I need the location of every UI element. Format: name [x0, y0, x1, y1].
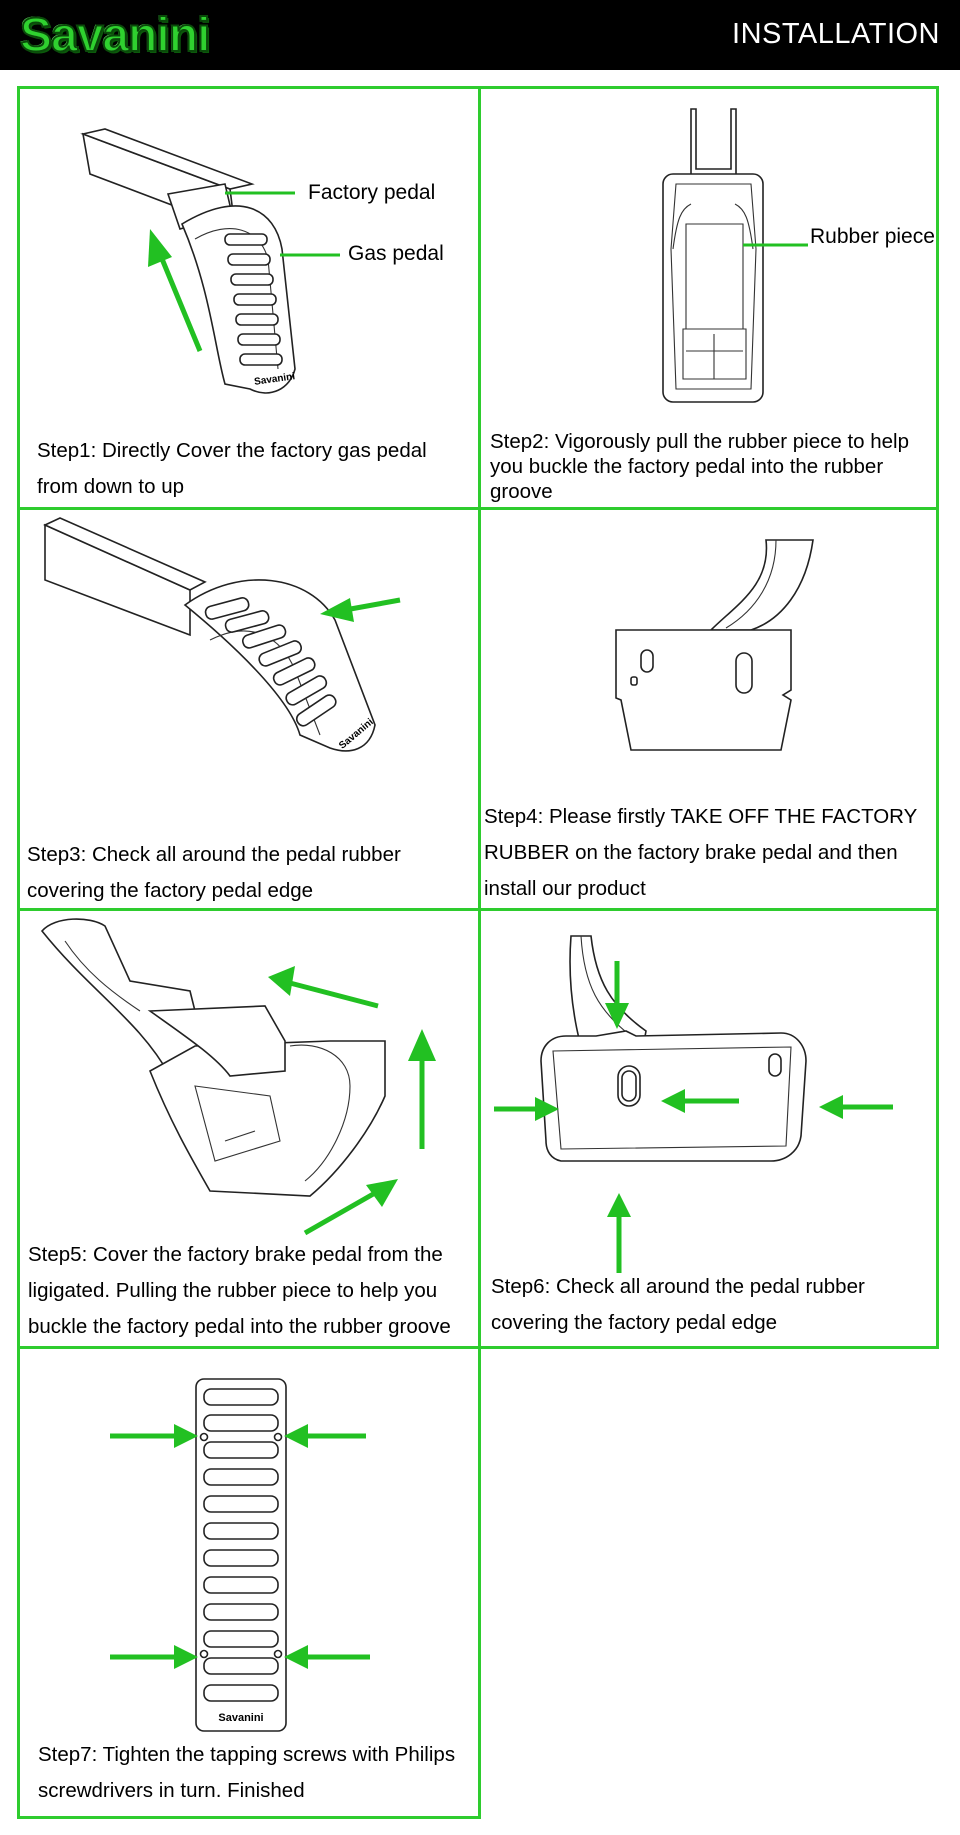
step-2-text: Step2: Vigorously pull the rubber piece … — [490, 429, 909, 504]
step-2-line-2: you buckle the factory pedal into the ru… — [490, 455, 884, 478]
step-2-line-3: groove — [490, 480, 553, 503]
step-6-illustration — [494, 935, 893, 1273]
grid-border-middle — [478, 86, 481, 1819]
step-5-illustration — [40, 918, 436, 1236]
grid-border-left — [17, 86, 20, 1819]
grid-border-right-top — [936, 86, 939, 1349]
step-6-cell: Step6: Check all around the pedal rubber… — [481, 911, 936, 1346]
step-7-line-2: screwdrivers in turn. Finished — [38, 1779, 305, 1802]
step-4-line-2: RUBBER on the factory brake pedal and th… — [484, 841, 898, 864]
step-2-illustration — [662, 108, 808, 403]
step-7-illustration: Savanini — [110, 1378, 370, 1732]
step-1-illustration: Savanini — [80, 128, 340, 394]
grid-border-bottom — [17, 1816, 481, 1819]
step-2-line-1: Step2: Vigorously pull the rubber piece … — [490, 430, 910, 453]
step-7-text: Step7: Tighten the tapping screws with P… — [38, 1737, 455, 1809]
grid-row-divider-1 — [17, 507, 939, 510]
step-4-text: Step4: Please firstly TAKE OFF THE FACTO… — [484, 799, 917, 907]
grid-row-divider-3 — [17, 1346, 939, 1349]
step-1-line-1: Step1: Directly Cover the factory gas pe… — [37, 439, 427, 462]
step-5-line-2: ligigated. Pulling the rubber piece to h… — [28, 1279, 438, 1302]
step-3-cell: Savanini Step3: Check all around the ped… — [20, 510, 478, 908]
grid-border-top — [17, 86, 939, 89]
grid-row-divider-2 — [17, 908, 939, 911]
step-7-cell: Savanini Step7: Tighten the tapping scre… — [20, 1349, 478, 1816]
step-1-line-2: from down to up — [37, 475, 184, 498]
step-6-line-1: Step6: Check all around the pedal rubber — [491, 1275, 865, 1298]
step-4-line-1: Step4: Please firstly TAKE OFF THE FACTO… — [484, 805, 918, 828]
step-3-text: Step3: Check all around the pedal rubber… — [27, 837, 401, 909]
step-3-line-1: Step3: Check all around the pedal rubber — [27, 843, 401, 866]
step-3-illustration: Savanini — [43, 517, 401, 752]
step-1-text: Step1: Directly Cover the factory gas pe… — [37, 433, 427, 505]
step-2-cell: Rubber piece Step2: Vigorously pull the … — [481, 89, 936, 507]
page-title: INSTALLATION — [732, 18, 940, 50]
step-6-line-2: covering the factory pedal edge — [491, 1311, 778, 1334]
callout-rubber-piece: Rubber piece — [810, 225, 935, 248]
header-bar: Savanini INSTALLATION — [0, 0, 960, 70]
step-5-line-1: Step5: Cover the factory brake pedal fro… — [28, 1243, 443, 1266]
step-5-line-3: buckle the factory pedal into the rubber… — [28, 1315, 451, 1338]
step-1-cell: Savanini Factory pedal Gas pedal Step1: … — [20, 89, 478, 507]
step-4-illustration — [615, 539, 814, 751]
pedal-logo-text: Savanini — [218, 1712, 263, 1724]
step-7-line-1: Step7: Tighten the tapping screws with P… — [38, 1743, 456, 1766]
step-4-line-3: install our product — [484, 877, 646, 900]
step-5-text: Step5: Cover the factory brake pedal fro… — [28, 1237, 451, 1345]
brand-logo: Savanini — [19, 8, 211, 63]
step-4-cell: Step4: Please firstly TAKE OFF THE FACTO… — [481, 510, 936, 908]
callout-factory-pedal: Factory pedal — [308, 181, 436, 204]
callout-gas-pedal: Gas pedal — [348, 242, 444, 265]
step-3-line-2: covering the factory pedal edge — [27, 879, 314, 902]
step-6-text: Step6: Check all around the pedal rubber… — [491, 1269, 865, 1341]
step-5-cell: Step5: Cover the factory brake pedal fro… — [20, 911, 478, 1346]
